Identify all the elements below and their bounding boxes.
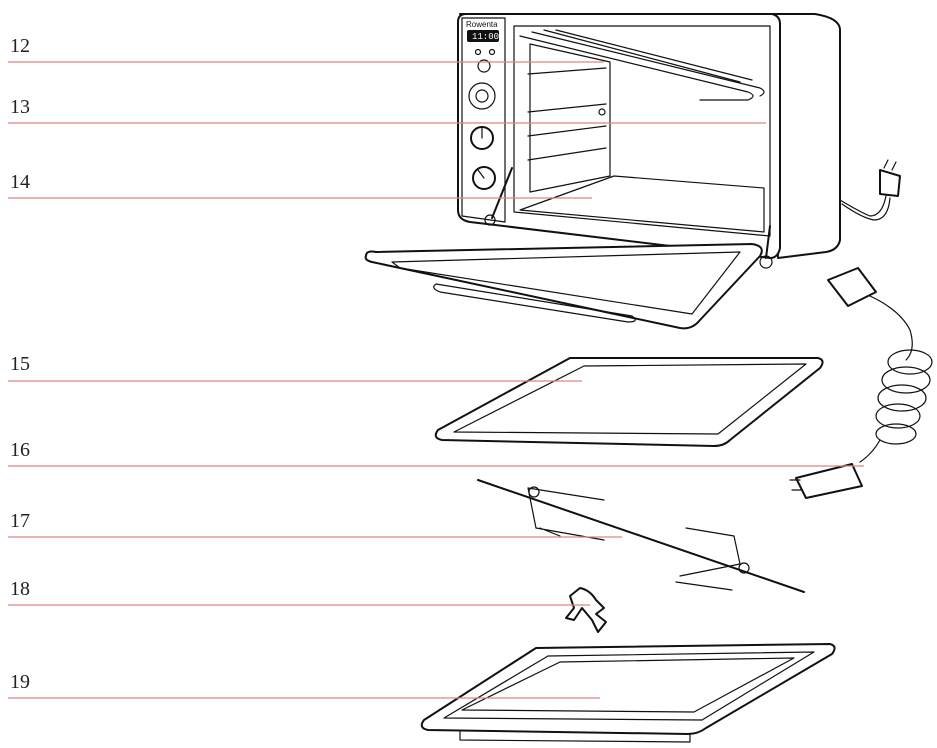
rack-guide-4	[527, 147, 607, 161]
callout-number: 19	[10, 671, 30, 693]
spit-fork-left	[527, 487, 605, 541]
spit-fork-right	[675, 527, 741, 591]
door-hinge-right	[765, 225, 771, 259]
callout-number: 15	[10, 353, 30, 375]
cord-coil-5	[875, 423, 917, 445]
oven-front-frame	[457, 13, 781, 259]
callout-number: 17	[10, 510, 30, 532]
detachable-power-cord	[789, 267, 933, 499]
top-heating-element	[519, 29, 765, 101]
oven-plug	[879, 169, 901, 197]
rack-guide-2	[527, 103, 607, 113]
rack-guide-1	[527, 67, 607, 75]
spit-rod	[477, 479, 805, 593]
spit-screw-right	[738, 562, 750, 574]
callout-number: 13	[10, 96, 30, 118]
wall-plug	[795, 463, 863, 499]
rocker-switch	[468, 82, 496, 110]
oven: Rowenta 11:00	[364, 13, 841, 330]
door-hinge-left	[491, 167, 513, 219]
callout-labels: 12 13 14 15 16 17 18 19	[8, 35, 864, 699]
mode-knob	[472, 166, 496, 190]
oven-cavity-outline	[513, 25, 771, 237]
timer-button	[477, 59, 491, 73]
cord-coil-4	[875, 403, 921, 429]
cord-coil-1	[887, 349, 933, 375]
oven-lamp	[598, 108, 606, 116]
clock-display-text: 11:00	[472, 32, 499, 42]
temperature-knob	[470, 126, 494, 150]
rocker-switch-center	[475, 89, 489, 103]
foot-right	[759, 255, 773, 269]
spit-screw-left	[528, 486, 540, 498]
oven-side-panel	[769, 13, 841, 259]
oven-floor	[519, 175, 765, 233]
callout-number: 14	[10, 171, 30, 193]
rack-guide-3	[527, 125, 607, 137]
oven-power-cord	[839, 159, 901, 221]
oven-door-open	[364, 243, 763, 330]
rotisserie-spit	[477, 479, 805, 593]
callout-number: 12	[10, 35, 30, 57]
callout-number: 16	[10, 439, 30, 461]
baking-tray	[420, 643, 836, 743]
oven-cavity-back	[529, 43, 611, 193]
oven-door-inner	[391, 251, 741, 315]
indicator-light-left	[474, 48, 482, 56]
brand-logo: Rowenta	[466, 20, 498, 29]
foot-left	[484, 214, 496, 226]
appliance-connector	[827, 267, 877, 307]
mode-knob-pointer	[477, 169, 485, 179]
wire-rack	[434, 357, 824, 447]
control-panel	[461, 17, 506, 223]
indicator-light-right	[488, 48, 496, 56]
clock-display	[467, 30, 499, 42]
oven-door-handle	[433, 283, 636, 323]
callout-number: 18	[10, 578, 30, 600]
cord-coil-3	[877, 384, 927, 412]
cord-coil-2	[881, 366, 931, 394]
spit-lifter	[565, 587, 607, 633]
